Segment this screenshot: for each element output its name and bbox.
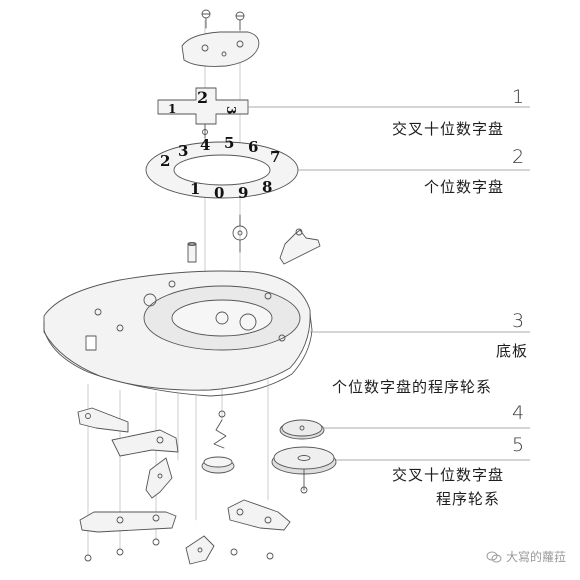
callout-label-2: 个位数字盘 [424, 178, 505, 196]
star-wheel [232, 214, 248, 253]
ring-digit: 6 [248, 138, 258, 156]
cross-digit-left: 1 [168, 102, 176, 116]
cross-digit-center: 2 [197, 88, 208, 107]
program-gear-5 [271, 446, 337, 494]
upper-plate [181, 31, 260, 67]
watermark-text: 大寫的蘿菈 [506, 550, 567, 564]
ring-digit: 0 [214, 184, 224, 202]
ring-digit: 3 [178, 142, 188, 160]
wechat-icon [486, 551, 502, 563]
tens-cross-digits: 1 2 3 [168, 88, 238, 116]
bottom-center-lever [185, 535, 215, 565]
bottom-right-lever [227, 499, 291, 531]
pin-left [187, 242, 197, 263]
callout-number-4: 4 [512, 402, 525, 424]
main-plate [43, 270, 313, 397]
ring-digit: 1 [190, 180, 200, 198]
middle-lever [111, 429, 179, 457]
spring [213, 410, 227, 449]
cross-digit-right: 3 [224, 106, 238, 114]
callout-number-5: 5 [512, 434, 525, 456]
callout-number-1: 1 [512, 86, 525, 108]
watermark: 大寫的蘿菈 [486, 548, 566, 565]
callout-label-3: 底板 [496, 342, 529, 360]
bottom-screws [84, 538, 274, 562]
left-bridge [77, 407, 129, 433]
callout-label-units-program: 个位数字盘的程序轮系 [332, 378, 493, 396]
callout-label-5: 交叉十位数字盘 [392, 466, 505, 484]
tens-cross-plate [157, 87, 249, 139]
top-lever [279, 228, 321, 265]
callout-number-3: 3 [512, 310, 525, 332]
ring-digit: 7 [270, 148, 280, 166]
callout-number-2: 2 [512, 146, 525, 168]
ring-digit: 4 [200, 136, 210, 154]
units-ring-digits: 2 3 4 5 6 7 8 9 0 1 [160, 134, 280, 202]
leader-lines [248, 106, 530, 461]
program-gear-4 [279, 419, 325, 440]
ring-digit: 9 [238, 184, 248, 202]
bottom-bridge [79, 511, 177, 533]
callout-label-1: 交叉十位数字盘 [392, 120, 505, 138]
hook-lever [145, 457, 173, 499]
center-gear [201, 456, 235, 474]
units-digit-ring [145, 141, 299, 199]
top-screws [201, 9, 245, 31]
callout-label-5b: 程序轮系 [436, 490, 501, 508]
ring-digit: 2 [160, 152, 170, 170]
ring-digit: 8 [262, 178, 272, 196]
ring-digit: 5 [224, 134, 234, 152]
